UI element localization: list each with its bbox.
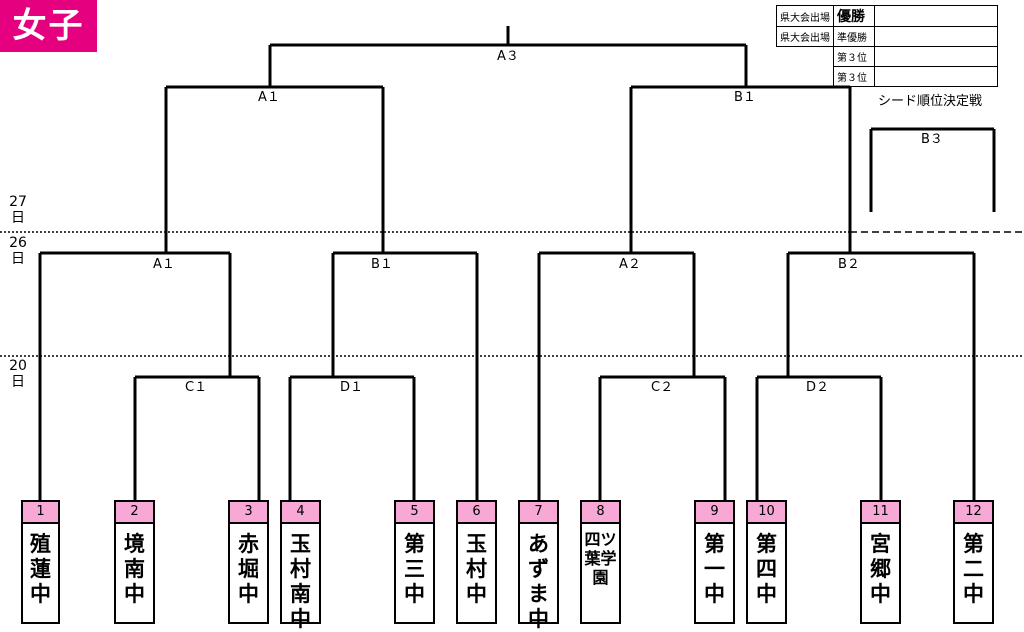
result-value-cell bbox=[874, 66, 998, 87]
team-box: 3 赤堀中 bbox=[228, 500, 269, 624]
team-number: 8 bbox=[582, 502, 619, 524]
results-row: 県大会出場 優勝 bbox=[776, 5, 998, 27]
results-table: 県大会出場 優勝 県大会出場 準優勝 第３位 第３位 bbox=[776, 5, 998, 87]
team-name: 宮郷中 bbox=[870, 532, 891, 606]
match-label-r2: D１ bbox=[340, 380, 364, 395]
team-name: 玉村中 bbox=[466, 532, 487, 606]
third-place-line bbox=[869, 127, 996, 212]
rank-cell: 第３位 bbox=[833, 66, 875, 87]
r3-line bbox=[598, 375, 727, 500]
team-box: 2 境南中 bbox=[114, 500, 155, 624]
team-number: 7 bbox=[520, 502, 557, 524]
team-box: 5 第三中 bbox=[394, 500, 435, 624]
team-name: 第一中 bbox=[704, 532, 725, 606]
team-box: 11 宮郷中 bbox=[860, 500, 901, 624]
team-number: 11 bbox=[862, 502, 899, 524]
match-label-third-title: シード順位決定戦 bbox=[878, 94, 983, 109]
qualification-cell: 県大会出場 bbox=[776, 5, 834, 27]
team-number: 9 bbox=[696, 502, 733, 524]
team-name: 第四中 bbox=[756, 532, 777, 606]
day-text: 27 日 bbox=[9, 194, 27, 226]
team-name: あずま中 bbox=[528, 532, 549, 631]
team-name: 四ツ葉学園 bbox=[584, 530, 617, 587]
match-label-r1: C１ bbox=[185, 380, 208, 395]
team-name: 第二中 bbox=[963, 532, 984, 606]
match-label-final: A３ bbox=[497, 49, 519, 64]
team-name: 玉村南中 bbox=[290, 532, 311, 631]
match-label-q2: B１ bbox=[371, 257, 393, 272]
team-number: 2 bbox=[116, 502, 153, 524]
team-name: 殖蓮中 bbox=[30, 532, 51, 606]
qualification-cell bbox=[776, 66, 834, 87]
team-number: 3 bbox=[230, 502, 267, 524]
team-box: 6 玉村中 bbox=[456, 500, 497, 624]
match-label-q4: B２ bbox=[838, 257, 860, 272]
day-text: 26 日 bbox=[9, 235, 27, 267]
team-number: 4 bbox=[282, 502, 319, 524]
page-title: 女子 bbox=[0, 0, 97, 52]
r2-line bbox=[288, 375, 416, 500]
team-box: 4 玉村南中 bbox=[280, 500, 321, 631]
final-line bbox=[268, 26, 748, 87]
match-label-q3: A２ bbox=[619, 257, 641, 272]
semi-right-line bbox=[629, 85, 852, 253]
r1-line bbox=[133, 375, 261, 500]
team-box: 10 第四中 bbox=[746, 500, 787, 624]
team-name: 第三中 bbox=[404, 532, 425, 606]
team-box: 9 第一中 bbox=[694, 500, 735, 624]
semi-left-line bbox=[164, 85, 385, 253]
results-row: 第３位 bbox=[776, 46, 998, 67]
rank-cell: 優勝 bbox=[833, 5, 875, 27]
team-name: 赤堀中 bbox=[238, 532, 259, 606]
team-number: 12 bbox=[955, 502, 992, 524]
results-row: 第３位 bbox=[776, 66, 998, 87]
team-number: 1 bbox=[23, 502, 58, 524]
result-value-cell bbox=[874, 46, 998, 67]
match-label-q1: A１ bbox=[153, 257, 175, 272]
team-number: 10 bbox=[748, 502, 785, 524]
result-value-cell bbox=[874, 5, 998, 27]
r4-line bbox=[755, 375, 883, 500]
match-label-third: B３ bbox=[921, 132, 943, 147]
match-label-r3: C２ bbox=[651, 380, 674, 395]
team-number: 6 bbox=[458, 502, 495, 524]
day-label-26: 26 日 bbox=[8, 235, 28, 267]
team-name: 境南中 bbox=[124, 532, 145, 606]
team-number: 5 bbox=[396, 502, 433, 524]
match-label-semi-left: A１ bbox=[258, 90, 280, 105]
qualification-cell bbox=[776, 46, 834, 67]
day-label-27: 27 日 bbox=[8, 194, 28, 226]
result-value-cell bbox=[874, 26, 998, 47]
rank-cell: 第３位 bbox=[833, 46, 875, 67]
match-label-r4: D２ bbox=[806, 380, 830, 395]
qualification-cell: 県大会出場 bbox=[776, 26, 834, 47]
day-label-20: 20 日 bbox=[8, 358, 28, 390]
day-text: 20 日 bbox=[9, 358, 27, 390]
team-box: 12 第二中 bbox=[953, 500, 994, 624]
results-row: 県大会出場 準優勝 bbox=[776, 26, 998, 47]
team-box: 8 四ツ葉学園 bbox=[580, 500, 621, 624]
team-box: 1 殖蓮中 bbox=[21, 500, 60, 624]
rank-cell: 準優勝 bbox=[833, 26, 875, 47]
match-label-semi-right: B１ bbox=[734, 90, 756, 105]
team-box: 7 あずま中 bbox=[518, 500, 559, 631]
